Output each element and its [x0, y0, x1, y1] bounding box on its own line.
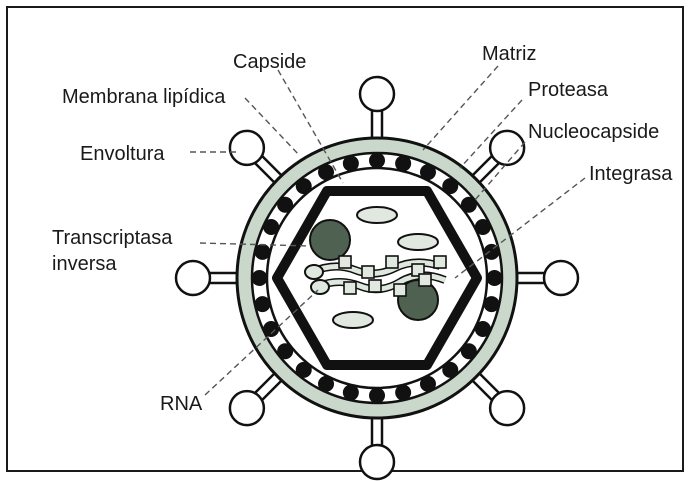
label-integrasa: Integrasa — [589, 163, 673, 185]
matrix-dot — [252, 270, 268, 286]
matrix-dot — [369, 388, 385, 404]
label-envoltura: Envoltura — [80, 143, 165, 165]
nucleocapsid-protein — [386, 256, 398, 268]
nucleocapsid-protein — [434, 256, 446, 268]
label-matriz: Matriz — [482, 43, 536, 65]
reverse-transcriptase-circle — [310, 220, 350, 260]
label-nucleocapside: Nucleocapside — [528, 121, 659, 143]
label-capside: Capside — [233, 51, 306, 73]
virion-interior — [267, 168, 487, 388]
nucleocapsid-protein — [344, 282, 356, 294]
label-inversa: inversa — [52, 253, 117, 275]
nucleocapsid-protein — [419, 274, 431, 286]
nucleocapsid-protein — [362, 266, 374, 278]
label-proteasa: Proteasa — [528, 79, 609, 101]
nucleocapsid-protein — [339, 256, 351, 268]
nucleocapsid-protein — [369, 280, 381, 292]
matrix-dot — [487, 270, 503, 286]
protease-ellipse-bottom — [333, 312, 373, 328]
protease-ellipse-right — [398, 234, 438, 250]
label-rna: RNA — [160, 393, 203, 415]
matrix-dot — [369, 153, 385, 169]
protease-ellipse — [357, 207, 397, 223]
nucleocapsid-protein — [394, 284, 406, 296]
label-transcriptasa: Transcriptasa — [52, 227, 173, 249]
label-membrana-lipidica: Membrana lipídica — [62, 86, 226, 108]
